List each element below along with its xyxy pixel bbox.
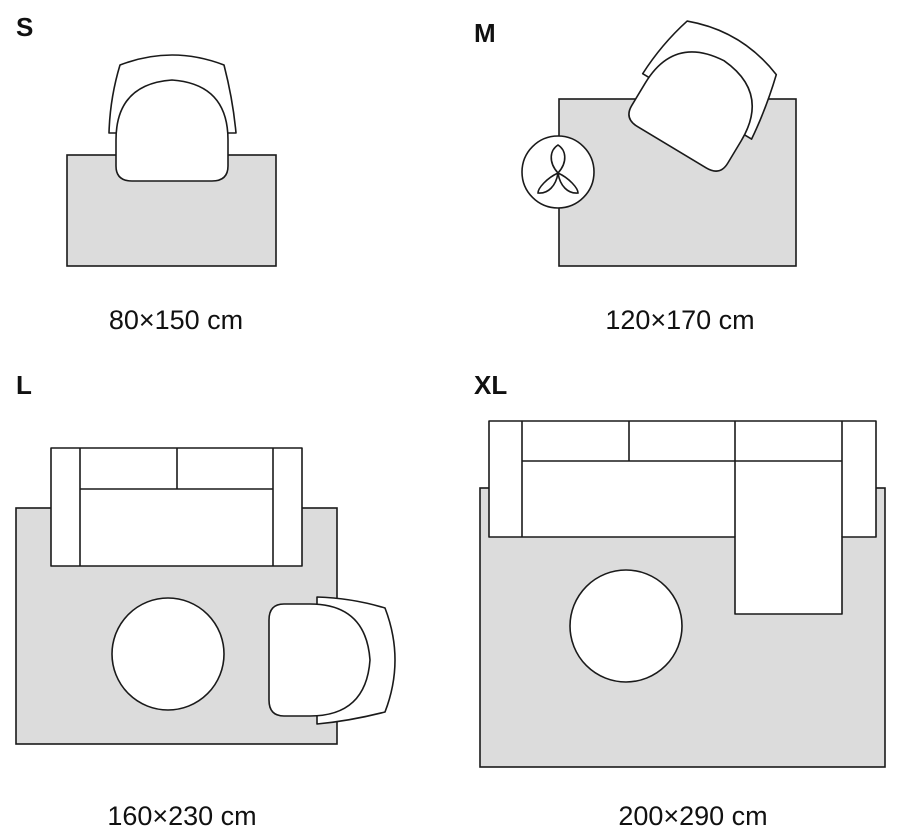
dimension-label-s: 80×150 cm — [109, 305, 243, 335]
plant-icon — [521, 135, 595, 209]
panel-xl: XL 200×290 cm — [474, 370, 886, 831]
panel-m: M 120×170 cm — [474, 18, 797, 335]
size-label-l: L — [16, 370, 32, 400]
round-table-icon — [569, 569, 683, 683]
panel-s: S 80×150 cm — [16, 12, 277, 335]
size-label-m: M — [474, 18, 496, 48]
size-label-xl: XL — [474, 370, 507, 400]
armchair-icon — [108, 54, 237, 182]
dimension-label-m: 120×170 cm — [605, 305, 754, 335]
sofa-icon — [50, 447, 303, 567]
round-table-icon — [111, 597, 225, 711]
corner-sofa-icon — [488, 420, 877, 615]
armchair-icon — [268, 596, 396, 725]
dimension-label-l: 160×230 cm — [107, 801, 256, 831]
panel-l: L 160×230 cm — [15, 370, 396, 831]
dimension-label-xl: 200×290 cm — [618, 801, 767, 831]
size-label-s: S — [16, 12, 33, 42]
armchair-icon — [628, 20, 778, 172]
